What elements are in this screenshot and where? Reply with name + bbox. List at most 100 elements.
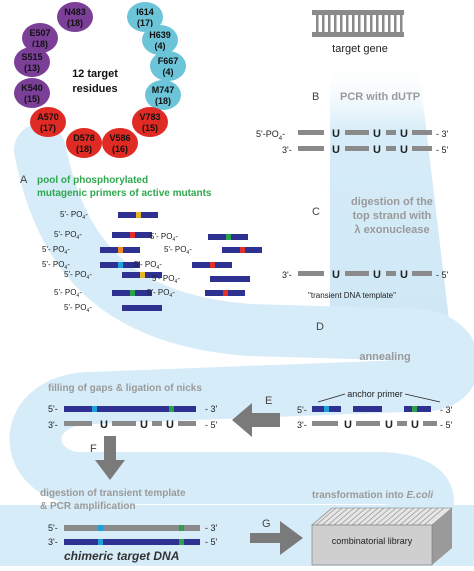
gene-rung — [322, 15, 325, 32]
residue-e507: E507(18) — [22, 23, 58, 53]
svg-text:U: U — [411, 419, 419, 431]
library-line — [351, 507, 373, 526]
residue-count: (15) — [24, 94, 40, 104]
library-line — [339, 507, 361, 526]
mutagenic-primer: 5'- PO4- — [64, 270, 162, 281]
residues-title-line1: 12 target — [72, 68, 118, 80]
library-line — [393, 507, 415, 526]
step-b-text: PCR with dUTP — [340, 91, 420, 103]
svg-text:U: U — [166, 419, 174, 431]
residue-count: (18) — [155, 96, 171, 106]
residue-name: I614 — [136, 7, 154, 17]
library-line — [321, 507, 343, 526]
anchor-primer-arrows — [317, 393, 441, 403]
step-g-text: transformation into E.coli — [312, 490, 433, 501]
step-c-text-line2: top strand with — [353, 210, 432, 222]
svg-text:5'- PO4-: 5'- PO4- — [42, 245, 70, 256]
svg-text:- 3': - 3' — [205, 404, 218, 414]
svg-text:5'- PO4-: 5'- PO4- — [64, 270, 92, 281]
step-g-letter: G — [262, 518, 271, 530]
step-e-letter: E — [265, 395, 272, 407]
target-gene-icon — [312, 10, 404, 37]
library-box — [311, 507, 453, 566]
step-d-letter: D — [316, 321, 324, 333]
residue-name: E507 — [29, 28, 50, 38]
step-a-letter: A — [20, 174, 28, 186]
mutagenic-primer: 5'- PO4- — [164, 245, 262, 256]
pcr-strands: 5'-PO4- U U U - 3' 3'- U U U - 5' — [256, 128, 449, 156]
library-line — [345, 507, 367, 526]
svg-text:- 5': - 5' — [205, 537, 218, 547]
mutagenic-primer: 5'- PO4- — [152, 274, 250, 285]
svg-text:U: U — [373, 128, 381, 140]
svg-text:5'-PO4-: 5'-PO4- — [256, 129, 285, 142]
residue-name: N483 — [64, 7, 86, 17]
mutagenic-primer: 5'- PO4- — [42, 245, 140, 256]
chimeric-target-label: chimeric target DNA — [64, 549, 179, 563]
residue-count: (18) — [76, 144, 92, 154]
mutagenic-primer: 5'- PO4- — [64, 303, 162, 314]
residue-count: (18) — [32, 39, 48, 49]
residue-d578: D578(18) — [66, 128, 102, 158]
library-line — [417, 507, 439, 526]
step-c-text-line1: digestion of the — [351, 196, 433, 208]
residue-ring: N483(18)I614(17)E507(18)H639(4)S515(13)F… — [14, 2, 186, 158]
gene-rung — [328, 15, 331, 32]
residue-name: V783 — [139, 112, 160, 122]
svg-text:5'- PO4-: 5'- PO4- — [164, 245, 192, 256]
svg-text:- 5': - 5' — [436, 145, 449, 155]
residue-count: (16) — [112, 144, 128, 154]
svg-text:- 3': - 3' — [205, 523, 218, 533]
svg-text:5'-: 5'- — [48, 523, 58, 533]
step-c-text-line3: λ exonuclease — [354, 224, 429, 236]
svg-text:U: U — [400, 269, 408, 281]
svg-text:- 5': - 5' — [205, 420, 218, 430]
residue-count: (15) — [142, 123, 158, 133]
mutagenic-primer: 5'- PO4- — [150, 232, 248, 243]
svg-text:5'- PO4-: 5'- PO4- — [134, 260, 162, 271]
svg-text:- 3': - 3' — [440, 405, 453, 415]
mutagenic-primer: 5'- PO4- — [54, 230, 152, 241]
residue-count: (17) — [40, 123, 56, 133]
gene-rung — [340, 15, 343, 32]
svg-text:3'-: 3'- — [282, 145, 292, 155]
mutagenic-primer: 5'- PO4- — [134, 260, 232, 271]
residue-name: H639 — [149, 30, 171, 40]
step-e-arrow — [232, 403, 280, 437]
mutagenic-primer: 5'- PO4- — [42, 260, 140, 271]
library-line — [423, 507, 445, 526]
primer-pool: 5'- PO4-5'- PO4-5'- PO4-5'- PO4-5'- PO4-… — [42, 210, 262, 314]
step-d-text: annealing — [359, 351, 410, 363]
gene-rung — [364, 15, 367, 32]
svg-text:5'- PO4-: 5'- PO4- — [60, 210, 88, 221]
residue-v783: V783(15) — [132, 107, 168, 137]
residue-name: K540 — [21, 83, 43, 93]
svg-text:3'-: 3'- — [297, 420, 307, 430]
step-f-arrow — [95, 436, 125, 480]
residue-n483: N483(18) — [57, 2, 93, 32]
svg-text:U: U — [344, 419, 352, 431]
library-line — [369, 507, 391, 526]
annealed-strands: 5'- - 3' 3'- U U U - 5' — [297, 405, 453, 431]
svg-text:5'-: 5'- — [48, 404, 58, 414]
mutagenic-primer: 5'- PO4- — [60, 210, 158, 221]
svg-text:U: U — [100, 419, 108, 431]
step-a-text-line1: pool of phosphorylated — [37, 175, 148, 186]
mutagenic-primer: 5'- PO4- — [54, 288, 152, 299]
svg-text:U: U — [332, 128, 340, 140]
residue-f667: F667(4) — [150, 51, 186, 81]
gene-rung — [394, 15, 397, 32]
residues-title-line2: residues — [72, 83, 117, 95]
library-line — [357, 507, 379, 526]
residue-count: (13) — [24, 63, 40, 73]
step-b-letter: B — [312, 91, 319, 103]
svg-text:U: U — [332, 144, 340, 156]
gene-rung — [388, 15, 391, 32]
svg-text:3'-: 3'- — [48, 420, 58, 430]
svg-text:5'- PO4-: 5'- PO4- — [54, 230, 82, 241]
library-line — [327, 507, 349, 526]
gene-rung — [352, 15, 355, 32]
svg-text:U: U — [385, 419, 393, 431]
